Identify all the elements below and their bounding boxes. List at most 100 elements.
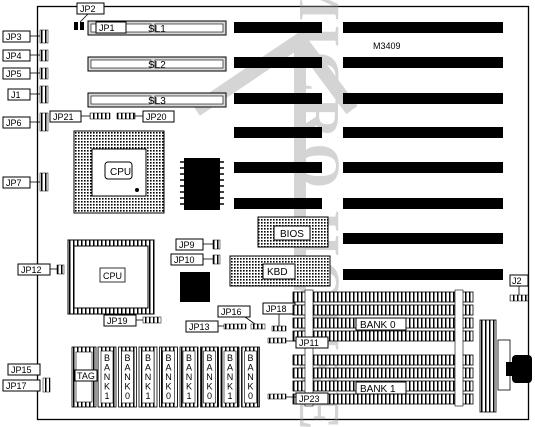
chipset-chip [180, 158, 224, 210]
isa-slot [234, 22, 322, 33]
keyboard-connector [506, 355, 532, 383]
isa-slot [343, 233, 503, 244]
sl3-label: SL3 [148, 96, 166, 107]
jp5-group: JP5 [2, 67, 49, 80]
jp9-group: JP9 [175, 238, 221, 251]
isa-slot [234, 198, 322, 209]
jp6-label: JP6 [6, 118, 22, 128]
jp4-group: JP4 [2, 49, 49, 62]
expansion-slots [234, 22, 503, 280]
board-outline [36, 5, 530, 421]
jp12-label: JP12 [21, 265, 42, 275]
jp6-group: JP6 [2, 112, 49, 132]
j2-label: J2 [512, 276, 522, 286]
board-model-label: M3409 [373, 41, 401, 51]
jp20-label: JP20 [146, 112, 167, 122]
jp2-label: JP2 [80, 4, 96, 14]
jp1-group: JP1 [95, 21, 127, 34]
jp12-group: JP12 [17, 263, 65, 276]
bank1-label: BANK 1 [360, 384, 396, 395]
bank0-label: BANK 0 [360, 320, 396, 331]
cpu-main-label: CPU [110, 167, 131, 178]
small-black-chip [180, 272, 210, 302]
cpu-secondary-chip: CPU [67, 239, 155, 315]
j2-group: J2 [509, 274, 529, 302]
isa-slot [343, 127, 503, 138]
cpu-secondary-label: CPU [103, 271, 122, 281]
jp21-group: JP21 [49, 110, 111, 123]
isa-slot [343, 269, 503, 280]
isa-slot [343, 57, 503, 68]
tag-chip-group: TAG [71, 346, 98, 408]
jp20-group: JP20 [116, 110, 175, 123]
jp3-label: JP3 [6, 32, 22, 42]
jp18-label: JP18 [266, 304, 287, 314]
sl3-slot: SL3 [87, 92, 227, 108]
kbd-label: KBD [267, 267, 288, 278]
jp13-group: JP13 [185, 320, 247, 333]
jp3-group: JP3 [2, 29, 49, 44]
tag-label: TAG [77, 371, 95, 381]
cpu-socket: CPU [73, 130, 165, 214]
jp7-group: JP7 [2, 172, 49, 192]
isa-slot [234, 93, 322, 104]
isa-slot [234, 57, 322, 68]
bank0-label-box: BANK 0 [355, 317, 407, 331]
jp10-group: JP10 [170, 253, 221, 266]
jp10-label: JP10 [174, 255, 195, 265]
jp23-group: JP23 [267, 392, 329, 405]
jp2-group: JP2 [74, 2, 105, 30]
bios-label: BIOS [280, 229, 304, 240]
isa-slot [234, 127, 322, 138]
jp11-label: JP11 [299, 338, 319, 348]
jp15-group: JP15 [7, 363, 41, 376]
jp19-group: JP19 [103, 314, 162, 327]
jp16-group: JP16 [217, 305, 266, 330]
sl2-label: SL2 [148, 60, 166, 71]
isa-slot [343, 93, 503, 104]
isa-slot [343, 22, 503, 33]
sl1-label: SL1 [148, 24, 166, 35]
sl2-slot: SL2 [87, 56, 227, 72]
jp13-label: JP13 [189, 322, 210, 332]
j1-label: J1 [11, 90, 21, 100]
jp4-label: JP4 [6, 51, 22, 61]
bios-chip: BIOS [257, 216, 329, 248]
isa-slot [343, 162, 503, 173]
kbd-chip: KBD [229, 255, 331, 287]
jp16-label: JP16 [221, 307, 242, 317]
jp21-label: JP21 [53, 112, 74, 122]
jp11-group: JP11 [267, 336, 329, 349]
jp19-label: JP19 [107, 316, 128, 326]
jp17-group: JP17 [2, 377, 51, 393]
power-connector [479, 319, 511, 413]
jp9-label: JP9 [179, 240, 195, 250]
jp1-label: JP1 [99, 23, 115, 33]
jp7-label: JP7 [6, 178, 22, 188]
isa-slot [234, 162, 322, 173]
j1-group: J1 [7, 85, 49, 104]
bank1-label-box: BANK 1 [355, 381, 407, 395]
jp23-label: JP23 [299, 394, 320, 404]
jp5-label: JP5 [6, 69, 22, 79]
jp17-label: JP17 [6, 381, 27, 391]
jp15-label: JP15 [11, 365, 32, 375]
